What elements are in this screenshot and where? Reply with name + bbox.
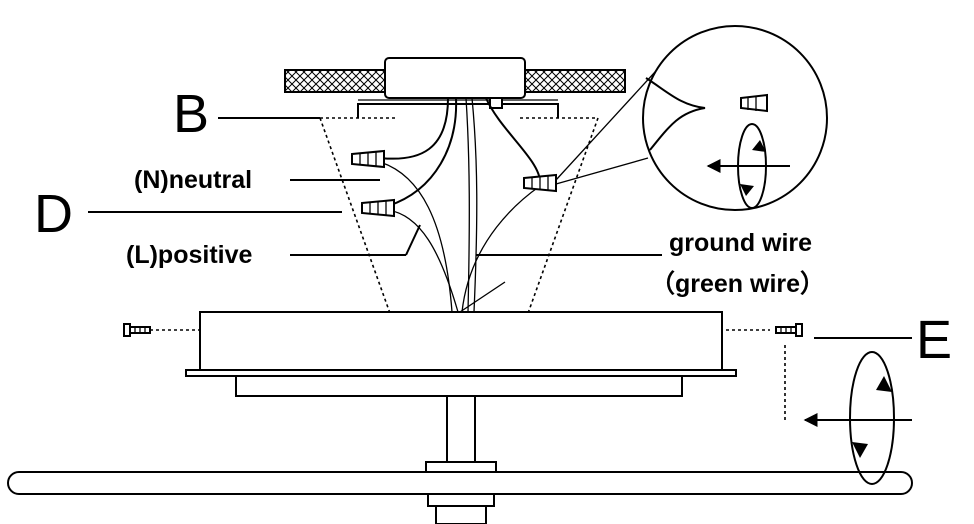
junction-box bbox=[384, 57, 526, 99]
label-positive: (L)positive bbox=[126, 241, 252, 269]
label-d: D bbox=[34, 184, 73, 244]
label-green-wire: （green wire） bbox=[650, 269, 825, 298]
wires bbox=[379, 97, 541, 313]
screw-icon bbox=[123, 323, 151, 337]
label-neutral: (N)neutral bbox=[134, 166, 252, 194]
rotate-arrow-icon bbox=[849, 351, 895, 485]
canopy bbox=[185, 311, 737, 397]
label-e: E bbox=[916, 310, 952, 370]
label-b: B bbox=[173, 84, 209, 144]
mounting-bracket bbox=[357, 97, 559, 118]
screw-icon bbox=[775, 323, 803, 337]
wire-connector-icon bbox=[351, 149, 385, 169]
fan-stem bbox=[425, 395, 497, 524]
wire-connector-icon bbox=[361, 198, 395, 218]
leader-lines bbox=[88, 117, 912, 339]
label-ground-wire: ground wire bbox=[669, 229, 812, 257]
fan-blade bbox=[7, 471, 913, 495]
wire-connector-icon bbox=[523, 173, 557, 193]
magnifier-callout-icon bbox=[555, 25, 828, 211]
